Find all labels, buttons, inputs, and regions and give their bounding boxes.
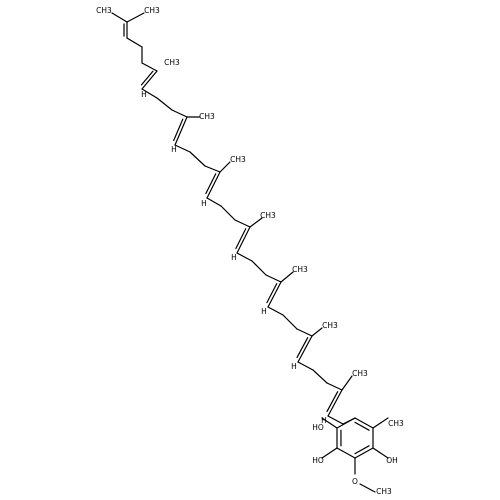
double-bond-2: [174, 116, 188, 146]
bond-chain: [171, 109, 188, 118]
bond-terminal-methyl-2: [126, 12, 145, 23]
bond-chain: [297, 361, 314, 371]
bond-chain: [220, 205, 236, 221]
bond-chain: [234, 219, 251, 228]
bond-chain: [326, 382, 343, 391]
bond-terminal-methyl-1: [111, 12, 128, 23]
hydroxyl-label-upper-left: HO: [312, 423, 324, 432]
bond-methyl-branch-1: [141, 62, 158, 72]
methyl-label-3: CH3: [230, 155, 246, 164]
bond-ring-hydroxyl-lower: [321, 447, 338, 459]
hydrogen-label-3: H: [201, 199, 207, 208]
oxygen-label: O: [352, 477, 358, 486]
ring-inner-bond-2: [354, 445, 370, 455]
bond-chain: [327, 415, 344, 425]
bond-chain: [189, 151, 206, 167]
hydrogen-label-5: H: [261, 307, 267, 316]
hydroxyl-label-lower-left: HO: [312, 456, 324, 465]
bond-chain: [174, 144, 191, 153]
bond-chain: [296, 328, 313, 337]
methyl-label-4: CH3: [260, 211, 276, 220]
double-bond-7-inner: [326, 391, 339, 413]
bond-methyl-branch-5: [280, 271, 294, 283]
bond-chain: [312, 369, 328, 384]
bond-ring-hydroxyl-top: [321, 417, 338, 429]
double-bond-5: [267, 281, 282, 308]
methyl-label-ring: CH3: [388, 419, 404, 428]
bond-methyl-branch-6: [311, 327, 323, 337]
hydrogen-label-4: H: [231, 253, 237, 262]
bond-ring-hydroxyl-right: [372, 447, 389, 459]
methyl-label-methoxy: CH3: [376, 487, 392, 496]
hydroxyl-label-right: OH: [386, 456, 398, 465]
bond-chain: [126, 37, 143, 48]
ring-bond-4: [336, 447, 356, 459]
double-bond-2-inner: [173, 118, 184, 142]
hydrogen-label-7: H: [321, 416, 327, 425]
double-bond-6: [297, 335, 313, 363]
bond-chain: [206, 197, 222, 207]
ring-bond-6: [336, 417, 356, 429]
hydrogen-label-2: H: [171, 145, 177, 154]
methyl-label-2: CH3: [199, 112, 215, 121]
methyl-label-5: CH3: [292, 265, 308, 274]
methyl-label-7: CH3: [352, 369, 368, 378]
bond-chain: [282, 314, 298, 330]
bond-ring-methyl: [372, 417, 389, 429]
methyl-label-1: CH3: [164, 58, 180, 67]
methyl-label-top-left: CH3: [96, 6, 112, 15]
bond-chain: [267, 306, 284, 316]
double-bond-7: [327, 389, 343, 417]
double-bond-4: [236, 226, 251, 254]
bond-chain: [265, 274, 282, 283]
bond-chain: [156, 97, 173, 111]
bond-layer: [111, 12, 389, 493]
methyl-label-top-right: CH3: [144, 6, 160, 15]
bond-methyl-branch-7: [341, 375, 353, 391]
bond-chain: [236, 252, 253, 262]
bond-chain: [251, 260, 267, 276]
bond-chain: [141, 88, 158, 99]
double-bond-3: [206, 171, 221, 199]
double-bond-5-inner: [266, 283, 278, 304]
bond-methyl-branch-3: [219, 161, 231, 173]
double-bond-4-inner: [235, 228, 247, 250]
hydrogen-label-6: H: [291, 362, 297, 371]
double-bond-3-inner: [205, 173, 217, 195]
bond-methyl-branch-4: [249, 217, 263, 228]
bond-methoxy-methyl: [359, 483, 376, 493]
double-bond-1-inner: [140, 70, 154, 86]
hydrogen-label-1: H: [141, 90, 147, 99]
methyl-label-6: CH3: [322, 321, 338, 330]
ring-bond-1: [354, 417, 374, 429]
double-bond-1: [141, 70, 158, 90]
bond-chain: [204, 165, 221, 173]
double-bond-6-inner: [296, 337, 309, 359]
ring-inner-bond-1: [354, 421, 370, 431]
ring-bond-3: [354, 447, 374, 459]
